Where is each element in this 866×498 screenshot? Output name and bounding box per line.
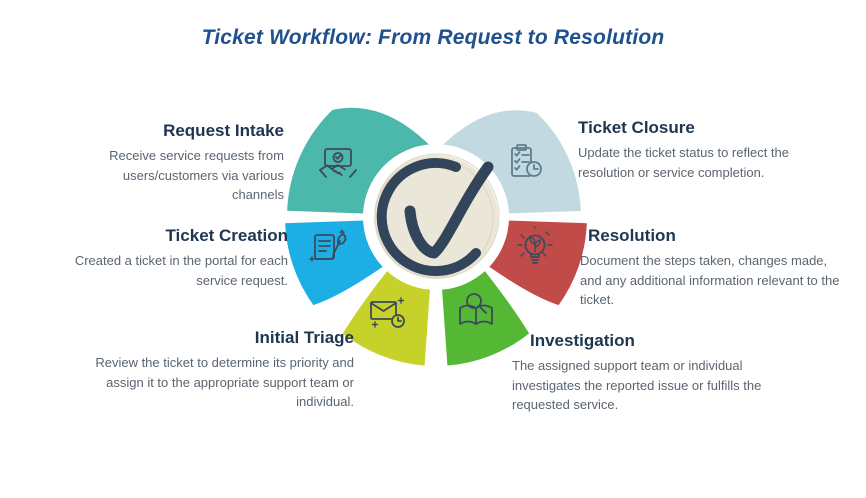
step-title: Request Intake (163, 121, 284, 140)
step-title: Ticket Closure (578, 118, 695, 137)
workflow-wheel (283, 105, 589, 368)
step-title: Investigation (530, 331, 635, 350)
step-description: The assigned support team or individual … (512, 358, 762, 412)
check-circle-icon (376, 158, 494, 276)
step-ticket-closure: Ticket Closure Update the ticket status … (578, 118, 826, 182)
step-title: Ticket Creation (165, 226, 288, 245)
step-title: Initial Triage (254, 328, 354, 347)
scroll-pen-icon (309, 229, 347, 262)
handshake-certificate-icon (319, 148, 357, 178)
step-resolution: Resolution Document the steps taken, cha… (580, 226, 848, 310)
segment-request-intake (285, 105, 434, 216)
step-ticket-creation: Ticket Creation Created a ticket in the … (48, 226, 288, 290)
step-request-intake: Request Intake Receive service requests … (84, 121, 284, 205)
step-initial-triage: Initial Triage Review the ticket to dete… (92, 328, 354, 412)
bulb-plant-icon (517, 226, 553, 264)
segment-investigation (439, 268, 532, 368)
center-badge (374, 153, 500, 279)
mail-clock-icon (370, 297, 405, 328)
step-investigation: Investigation The assigned support team … (512, 331, 776, 415)
step-description: Receive service requests from users/cust… (109, 148, 284, 202)
step-description: Created a ticket in the portal for each … (74, 253, 288, 288)
step-description: Review the ticket to determine its prior… (95, 355, 354, 409)
book-magnifier-icon (459, 293, 493, 325)
clipboard-clock-icon (511, 144, 542, 177)
step-description: Update the ticket status to reflect the … (578, 145, 790, 180)
step-description: Document the steps taken, changes made, … (580, 253, 840, 307)
segment-ticket-creation (283, 218, 386, 308)
step-title: Resolution (588, 226, 676, 245)
page-title: Ticket Workflow: From Request to Resolut… (201, 26, 665, 49)
